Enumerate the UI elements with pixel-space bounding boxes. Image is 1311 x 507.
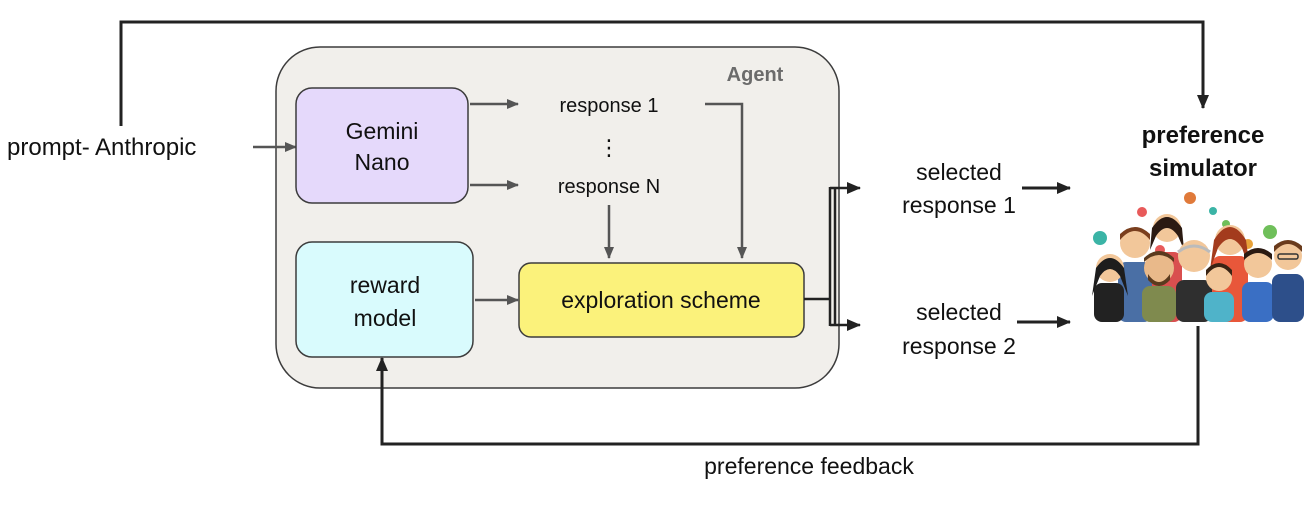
- response-1-to-exploration-arrow: [705, 102, 747, 259]
- response-n-label: response N: [558, 176, 660, 198]
- people-crowd-icon: [1092, 192, 1304, 322]
- simulator-title-line2: simulator: [1149, 155, 1257, 182]
- response-1-label: response 1: [560, 95, 659, 117]
- llm-label-line2: Nano: [355, 149, 410, 175]
- reward-model-box: [295, 241, 474, 358]
- feedback-connector: [376, 326, 1200, 446]
- prompt-to-simulator-connector: [119, 20, 1209, 126]
- selected-response-1-line2: response 1: [902, 192, 1016, 218]
- exploration-scheme-label: exploration scheme: [561, 287, 760, 313]
- reward-model-line2: model: [354, 305, 417, 331]
- exploration-output-connector: [804, 187, 837, 326]
- selected-response-1-line1: selected: [916, 159, 1002, 185]
- simulator-title-line1: preference: [1142, 122, 1265, 149]
- llm-label-line1: Gemini: [346, 118, 419, 144]
- selected-response-2-line2: response 2: [902, 333, 1016, 359]
- agent-title: Agent: [727, 64, 784, 86]
- response-ellipsis: ⋮: [598, 135, 620, 160]
- selected-response-2-line1: selected: [916, 299, 1002, 325]
- feedback-label: preference feedback: [704, 453, 914, 479]
- prompt-label: prompt- Anthropic: [7, 134, 196, 161]
- llm-box: [295, 87, 469, 204]
- reward-model-line1: reward: [350, 272, 420, 298]
